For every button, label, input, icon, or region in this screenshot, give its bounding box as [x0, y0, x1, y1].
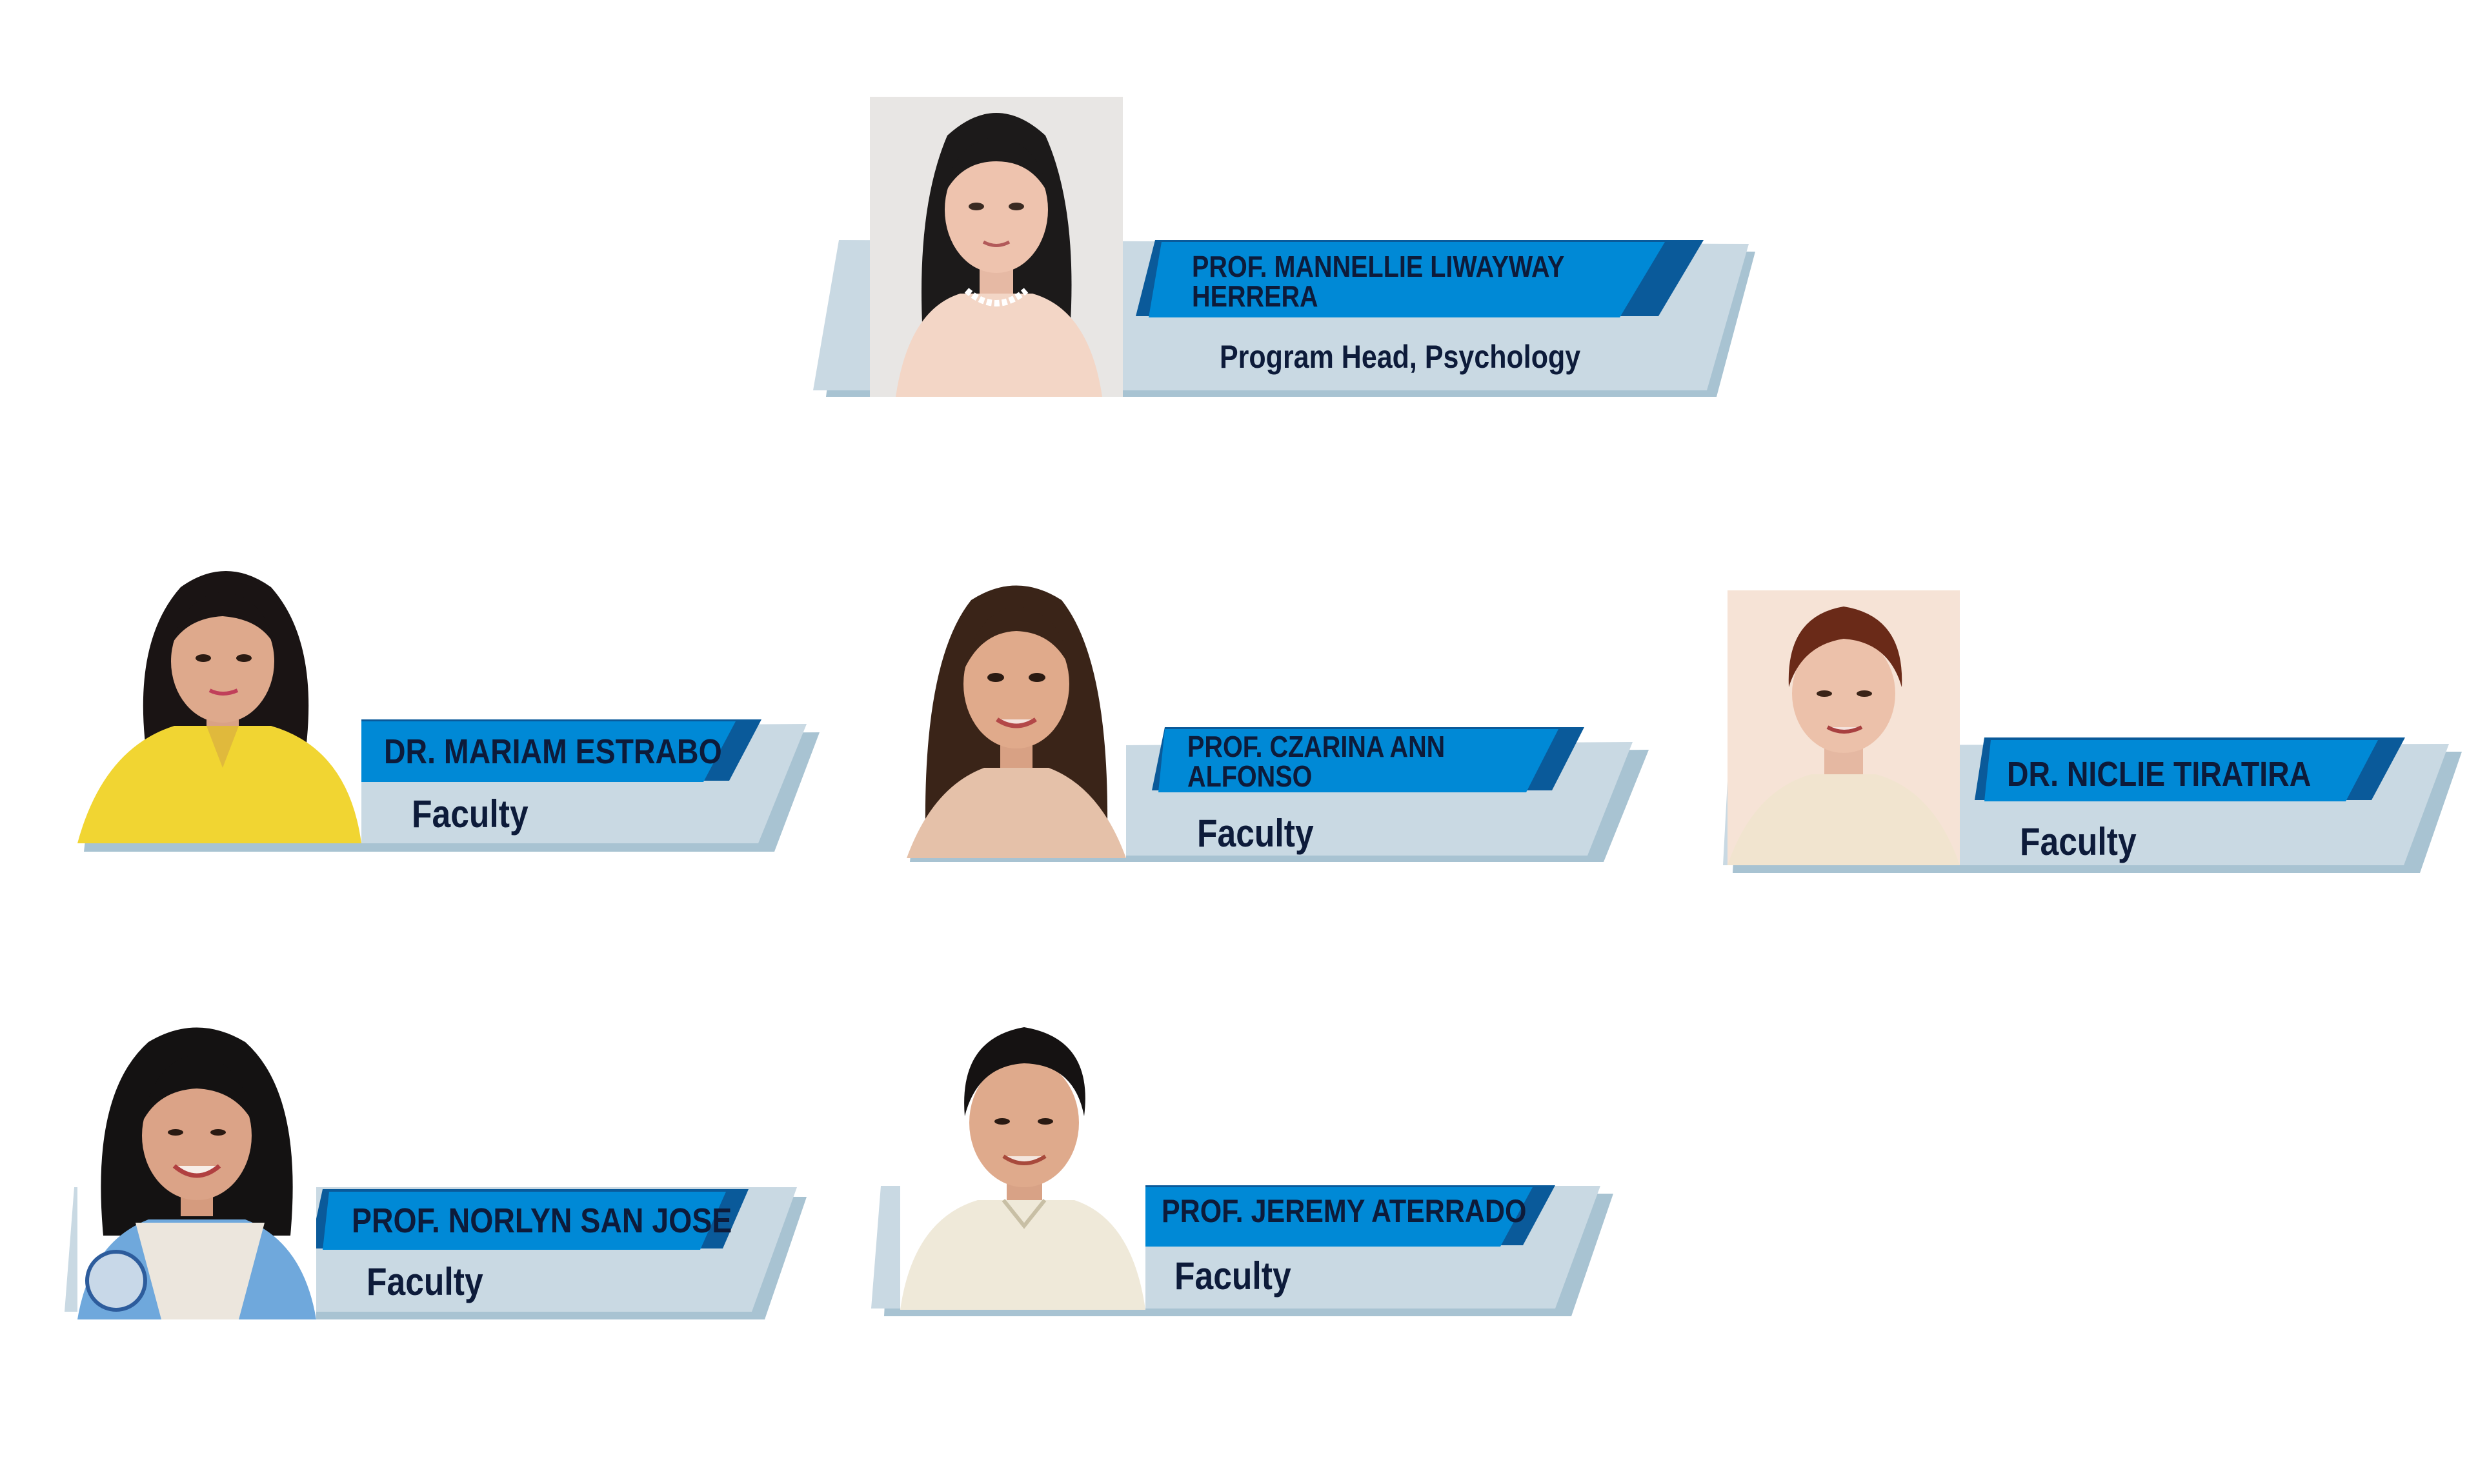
portrait-photo [870, 97, 1123, 397]
person-name: PROF. NORLYN SAN JOSE [352, 1201, 732, 1240]
profile-card-faculty: PROF. JEREMY ATERRADO Faculty [871, 1007, 1613, 1316]
person-name: PROF. CZARINA ANN ALFONSO [1187, 732, 1520, 791]
profile-card-faculty: PROF. NORLYN SAN JOSE Faculty [65, 1016, 826, 1319]
person-name: PROF. JEREMY ATERRADO [1162, 1193, 1527, 1229]
portrait-photo [907, 574, 1126, 858]
portrait-photo [77, 555, 361, 843]
person-name: DR. NICLIE TIRATIRA [2007, 755, 2312, 794]
person-name-line1: PROF. MANNELLIE LIWAYWAY [1192, 250, 1565, 283]
person-role: Faculty [367, 1260, 483, 1303]
person-role: Faculty [1197, 812, 1314, 855]
profile-card-faculty: PROF. CZARINA ANN ALFONSO Faculty [907, 574, 1668, 871]
person-name-line2: ALFONSO [1187, 759, 1313, 793]
portrait-photo [1728, 590, 1960, 865]
person-name-line1: PROF. CZARINA ANN [1187, 730, 1446, 763]
person-role: Program Head, Psychology [1220, 339, 1581, 375]
portrait-photo [77, 1016, 316, 1319]
person-role: Faculty [412, 792, 529, 836]
profile-card-faculty: DR. MARIAM ESTRABO Faculty [77, 555, 839, 852]
person-name-line2: HERRERA [1192, 279, 1318, 313]
profile-card-faculty: DR. NICLIE TIRATIRA Faculty [1720, 590, 2478, 874]
person-role: Faculty [2020, 820, 2137, 863]
person-name: PROF. MANNELLIE LIWAYWAY HERRERA [1192, 252, 1636, 311]
profile-card-program-head: PROF. MANNELLIE LIWAYWAY HERRERA Program… [813, 97, 1781, 400]
portrait-photo [900, 1007, 1145, 1310]
person-name: DR. MARIAM ESTRABO [384, 732, 722, 771]
person-role: Faculty [1174, 1254, 1291, 1298]
